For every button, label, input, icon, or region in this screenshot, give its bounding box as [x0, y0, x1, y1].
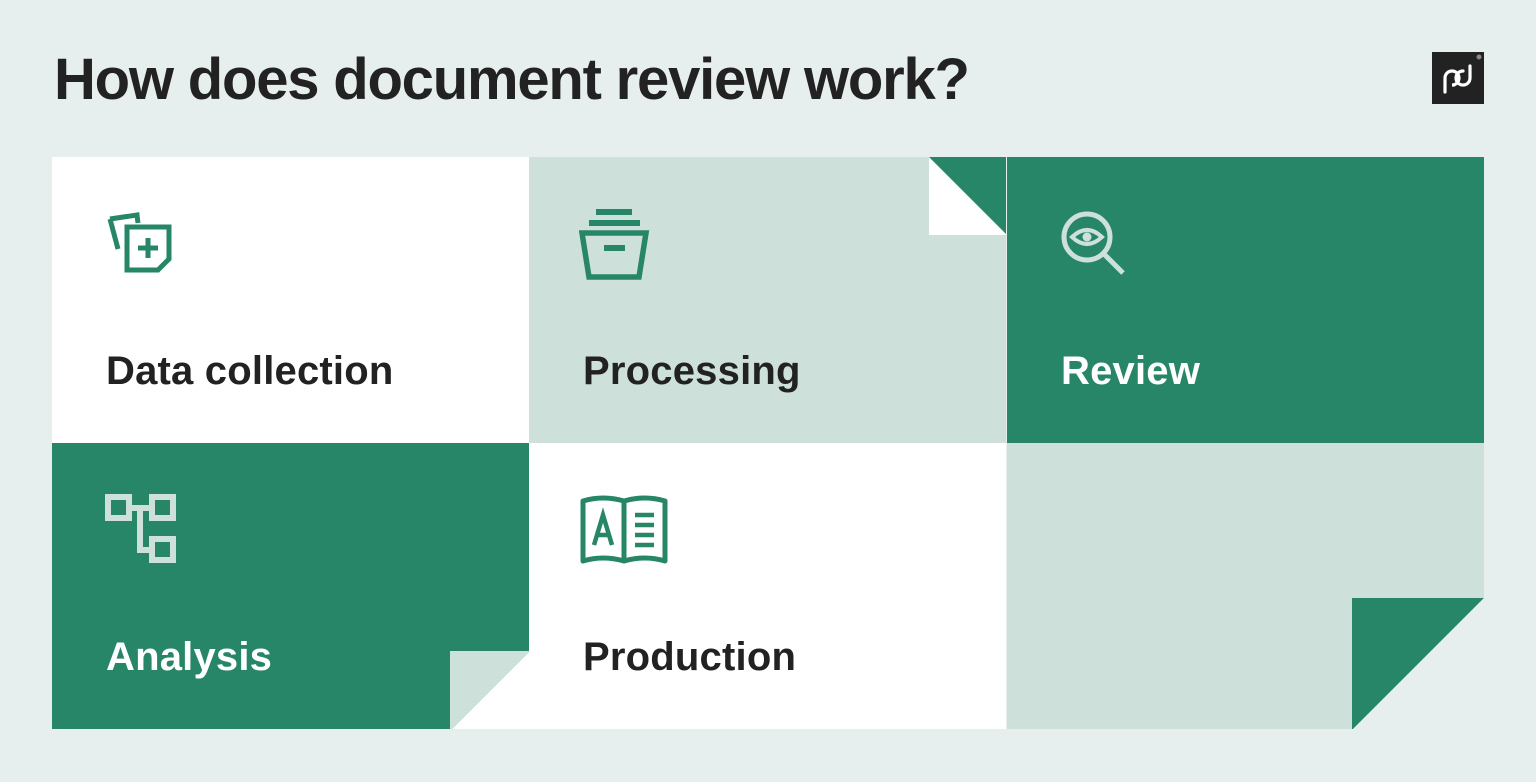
- folded-corner: [1352, 598, 1484, 729]
- hierarchy-nodes-icon: [105, 494, 176, 563]
- step-label: Data collection: [106, 349, 394, 393]
- pandadoc-logo-icon: [1432, 52, 1484, 104]
- process-grid: Data collection Processing Review: [52, 157, 1484, 729]
- step-data-collection: Data collection: [52, 157, 529, 443]
- step-label: Processing: [583, 349, 801, 393]
- empty-tile: [1007, 443, 1484, 729]
- step-label: Analysis: [106, 635, 273, 679]
- step-production: Production: [529, 443, 1006, 729]
- page-title: How does document review work?: [54, 47, 970, 112]
- step-analysis: Analysis: [52, 443, 529, 729]
- step-processing: Processing: [529, 157, 1006, 443]
- step-review: Review: [1007, 157, 1484, 443]
- archive-box-icon: [579, 209, 650, 280]
- folded-corner: [929, 157, 1006, 235]
- open-book-icon: [580, 495, 668, 564]
- magnifier-eye-icon: [1061, 211, 1125, 275]
- step-label: Production: [583, 635, 797, 679]
- documents-add-icon: [107, 212, 172, 273]
- folded-corner: [450, 651, 529, 729]
- step-label: Review: [1061, 349, 1201, 393]
